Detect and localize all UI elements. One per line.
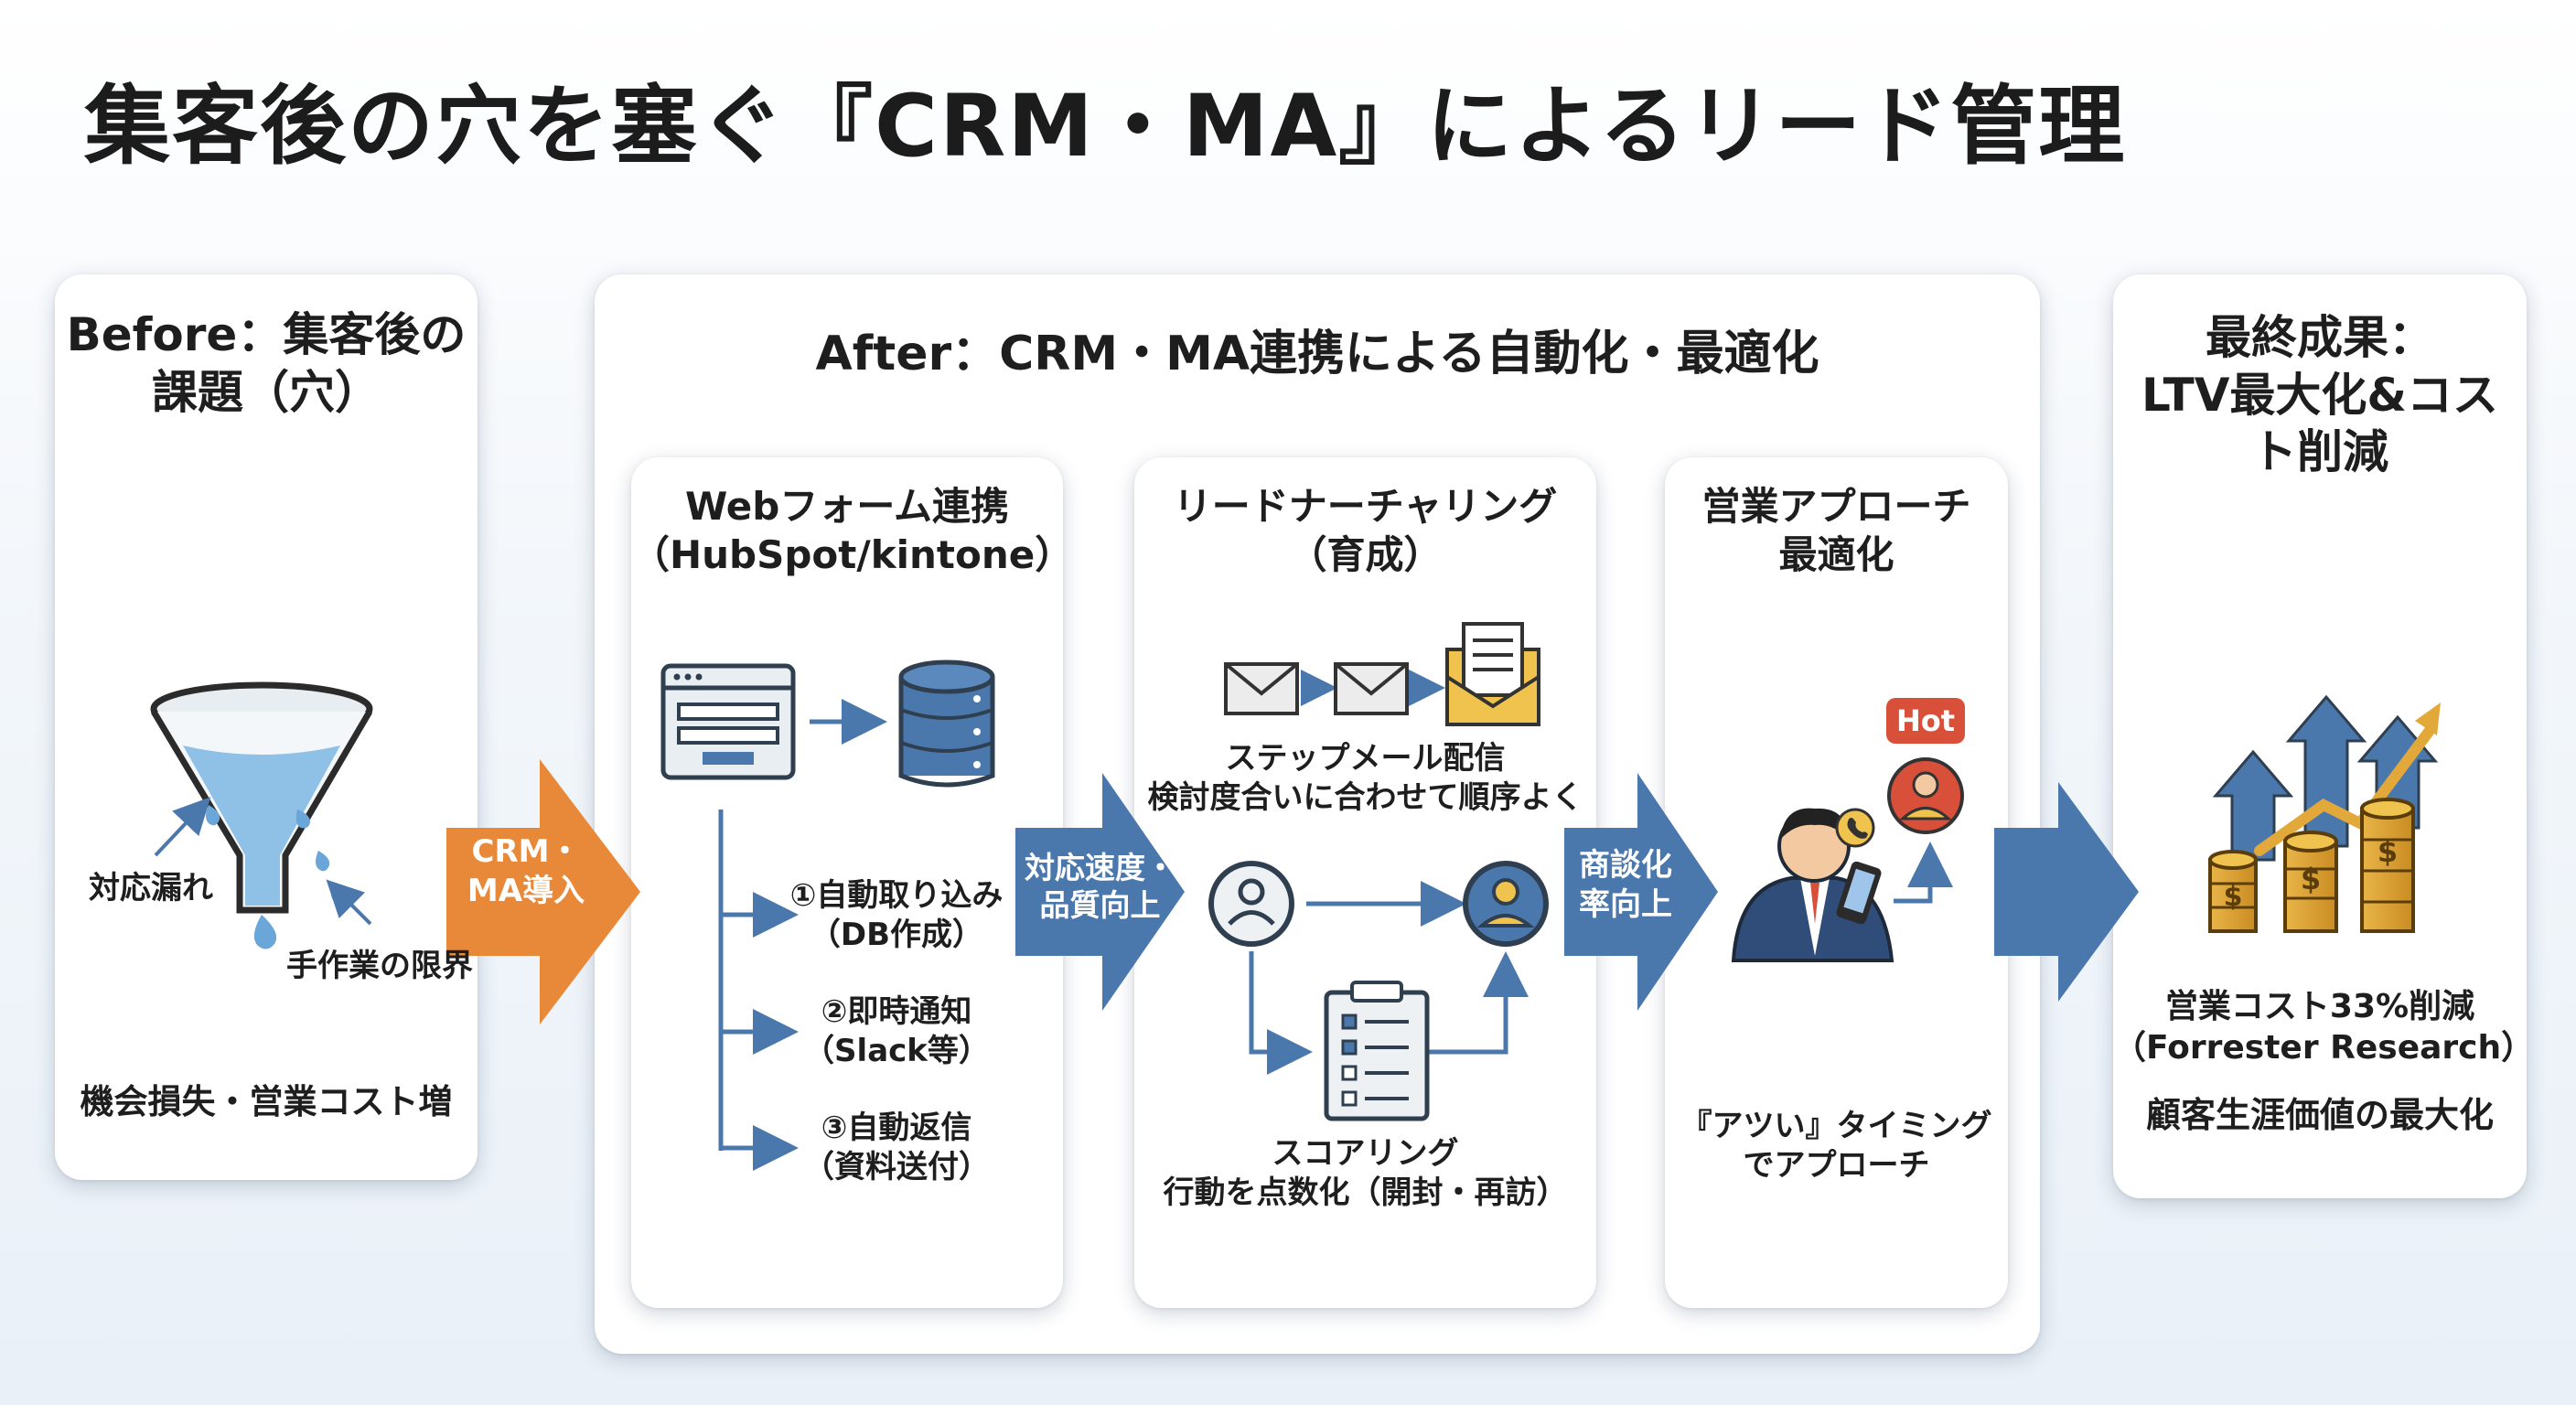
browser-form-icon — [660, 663, 796, 780]
chat-bubble-icon — [1835, 808, 1875, 848]
webform-flow-lines — [718, 810, 799, 1171]
crm-ma-arrow-label: CRM・ MA導入 — [467, 833, 585, 909]
webform-step-2: ②即時通知 （Slack等） — [803, 993, 990, 1069]
speed-quality-arrow — [1015, 773, 1185, 1011]
svg-text:$: $ — [2301, 862, 2321, 896]
database-icon — [898, 660, 995, 788]
page-title: 集客後の穴を塞ぐ『CRM・MA』によるリード管理 — [84, 77, 2127, 177]
svg-text:$: $ — [2377, 834, 2398, 869]
hot-badge: Hot — [1895, 703, 1956, 738]
scoring-flow-lines — [1249, 951, 1529, 1075]
salesperson-icon — [1731, 808, 1894, 962]
webform-step-1: ①自動取り込み （DB作成） — [789, 877, 1004, 953]
conversion-label: 商談化 率向上 — [1579, 847, 1672, 923]
sales-title: 営業アプローチ 最適化 — [1701, 484, 1971, 577]
checklist-icon — [1324, 981, 1430, 1121]
webform-title: Webフォーム連携 （HubSpot/kintone） — [631, 484, 1074, 577]
coin-stacks-icon — [2208, 798, 2415, 933]
result-heading: 最終成果： LTV最大化&コス ト削減 — [2141, 311, 2498, 478]
nurturing-title: リードナーチャリング （育成） — [1173, 484, 1558, 577]
leak-pointer — [154, 797, 211, 857]
trend-arrow — [2254, 726, 2434, 856]
manual-limit-label: 手作業の限界 — [286, 948, 473, 984]
step-mail-text: ステップメール配信 検討度合いに合わせて順序よく — [1147, 740, 1583, 816]
before-bottom-text: 機会損失・営業コスト増 — [80, 1082, 453, 1121]
before-heading: Before：集客後の 課題（穴） — [66, 308, 467, 419]
conversion-arrow — [1564, 773, 1718, 1011]
manual-pointer — [326, 879, 372, 926]
crm-ma-arrow — [446, 759, 640, 1024]
scoring-text: スコアリング 行動を点数化（開封・再訪） — [1163, 1135, 1568, 1211]
lead-person-icon — [1208, 861, 1294, 947]
hot-badge-bg — [1886, 698, 1965, 744]
open-letter-icon — [1445, 622, 1540, 726]
hot-timing-text: 『アツい』タイミング でアプローチ — [1680, 1108, 1992, 1184]
dollar-signs: $ $ $ — [2224, 834, 2399, 913]
speed-quality-label: 対応速度・ 品質向上 — [1025, 850, 1175, 924]
funnel-icon — [150, 681, 373, 914]
after-heading: After：CRM・MA連携による自動化・最適化 — [815, 327, 1819, 381]
ltv-text: 顧客生涯価値の最大化 — [2145, 1095, 2494, 1135]
svg-text:$: $ — [2224, 881, 2243, 913]
webform-card — [631, 457, 1063, 1308]
nurtured-person-icon — [1463, 861, 1549, 947]
envelope-icon — [1334, 662, 1409, 715]
hot-lead-icon — [1887, 757, 1964, 834]
result-arrow — [1994, 782, 2139, 1002]
leak-label: 対応漏れ — [89, 870, 213, 906]
cost-reduction-text: 営業コスト33%削減 （Forrester Research） — [2113, 988, 2535, 1067]
envelope-icon — [1224, 662, 1299, 715]
hot-pointer — [1894, 842, 1953, 904]
webform-step-3: ③自動返信 （資料送付） — [803, 1110, 990, 1185]
